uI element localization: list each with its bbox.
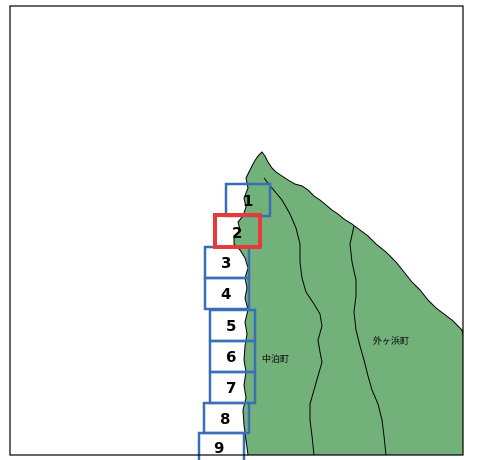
- section-label: 3: [221, 254, 231, 272]
- section-label: 5: [226, 317, 236, 335]
- section-label: 9: [214, 439, 224, 457]
- section-2-box-selected[interactable]: [213, 213, 262, 249]
- section-label: 2: [232, 224, 242, 242]
- town-label-sotogahama: 外ヶ浜町: [373, 335, 409, 347]
- land-area: [233, 151, 464, 456]
- map-border: [9, 5, 464, 456]
- section-label: 4: [221, 285, 231, 303]
- section-label: 7: [226, 379, 236, 397]
- section-9-box[interactable]: [197, 431, 246, 460]
- section-label: 6: [226, 348, 236, 366]
- section-label: 8: [220, 410, 230, 428]
- boundary-line-west: [263, 177, 323, 456]
- section-labels: 1 2 3 4 5 6 7 8 9: [214, 192, 253, 457]
- section-grid: [197, 182, 272, 460]
- town-label-nakadomari: 中泊町: [262, 353, 289, 365]
- section-label: 1: [243, 192, 253, 210]
- boundary-line-east: [349, 225, 387, 456]
